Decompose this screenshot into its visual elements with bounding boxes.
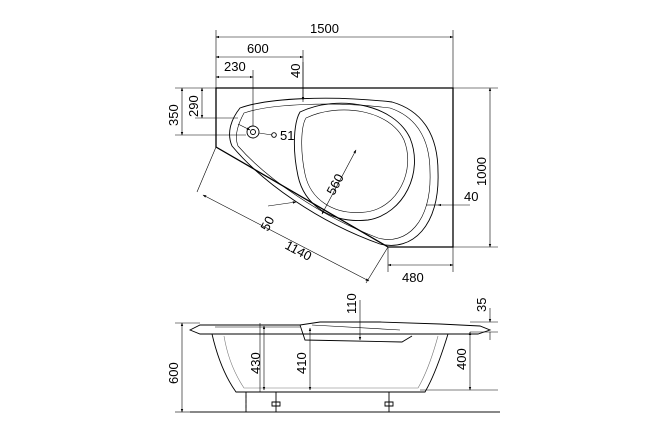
label-480: 480: [402, 270, 424, 285]
label-290: 290: [186, 95, 201, 117]
label-430: 430: [248, 352, 263, 374]
dim-line-51: [237, 123, 251, 131]
headrest-oval: [293, 102, 415, 221]
label-1140: 1140: [283, 237, 315, 263]
label-600-side: 600: [166, 362, 181, 384]
label-560: 560: [323, 171, 346, 197]
label-110: 110: [344, 293, 359, 314]
overflow-icon: [246, 125, 260, 139]
label-40-top: 40: [288, 64, 303, 78]
tub-inner-basin: [229, 97, 439, 246]
label-410: 410: [294, 352, 309, 374]
label-230: 230: [224, 59, 246, 74]
label-600: 600: [247, 41, 269, 56]
dim-line-50: [267, 201, 297, 207]
label-1500: 1500: [310, 21, 339, 36]
label-1000: 1000: [474, 157, 489, 186]
label-50: 50: [257, 214, 277, 234]
tub-outer-outline: [215, 87, 454, 248]
side-view: 600 430 410 110 35 400: [166, 293, 500, 413]
top-view: 1500 600 230 40 1000 350 290 51 560 50 1…: [166, 21, 498, 285]
rim-outline: [188, 321, 492, 335]
label-40-side: 40: [464, 189, 478, 204]
label-35: 35: [474, 298, 489, 312]
label-350: 350: [166, 104, 181, 126]
dim-line-1140: [202, 194, 370, 282]
label-400: 400: [454, 348, 469, 370]
label-51: 51: [280, 128, 294, 143]
tub-body-outline: [211, 333, 449, 393]
